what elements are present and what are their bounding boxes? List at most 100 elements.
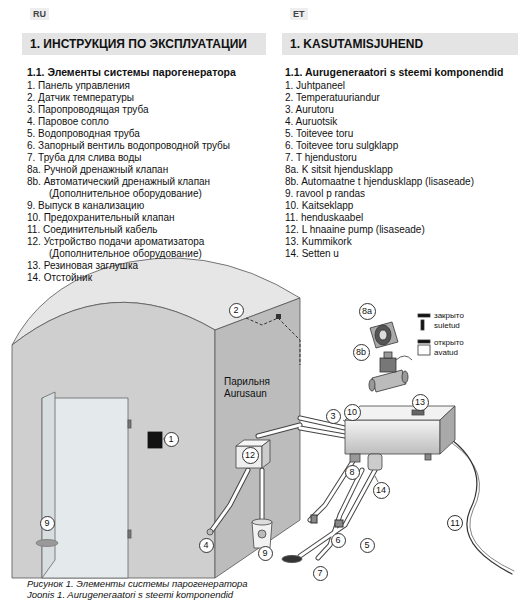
list-item: 14. Setten u bbox=[285, 248, 521, 260]
callout-number: 2 bbox=[229, 303, 244, 318]
list-item: 8b. Automaatne t hjendusklapp (lisaseade… bbox=[285, 176, 521, 188]
drawing-part bbox=[452, 443, 514, 571]
manual-valve-inset bbox=[370, 314, 430, 355]
room-name: Aurusaun bbox=[224, 388, 270, 400]
drawing-part bbox=[384, 352, 392, 358]
callout-text: 7 bbox=[317, 568, 322, 578]
drawing-part bbox=[452, 440, 512, 574]
drawing-part bbox=[318, 470, 362, 558]
drawing-part bbox=[300, 428, 345, 436]
figure-caption: Рисунок 1. Элементы системы парогенерато… bbox=[27, 578, 248, 590]
list-item: 14. Отстойник bbox=[27, 272, 265, 284]
callout-text: 1 bbox=[168, 434, 173, 444]
drawing-part bbox=[246, 318, 300, 365]
drawing-part bbox=[375, 476, 378, 482]
drawing-part bbox=[335, 520, 343, 527]
callout-number: 11 bbox=[447, 515, 463, 531]
drawing-part bbox=[148, 432, 162, 448]
drawing-part bbox=[350, 454, 360, 462]
callout-number: 1 bbox=[164, 432, 179, 447]
steam-generator bbox=[345, 406, 455, 470]
sauna-room bbox=[12, 258, 300, 578]
header-text: 1. ИНСТРУКЦИЯ ПО ЭКСПЛУАТАЦИИ bbox=[30, 37, 247, 51]
list-heading: 1.1. Элементы системы парогенератора bbox=[27, 66, 265, 79]
section-header: 1. ИНСТРУКЦИЯ ПО ЭКСПЛУАТАЦИИ bbox=[22, 33, 266, 55]
callout-text: 14 bbox=[376, 485, 386, 495]
list-item: 13. Kummikork bbox=[285, 236, 521, 248]
list-heading: 1.1. Aurugeneraatori s steemi komponendi… bbox=[285, 66, 521, 79]
drawing-part bbox=[421, 320, 424, 330]
drawing-part bbox=[379, 330, 387, 340]
drawing-part bbox=[396, 356, 412, 360]
list-item: 8b. Автоматический дренажный клапан (Доп… bbox=[27, 176, 265, 200]
drawing-part bbox=[261, 470, 264, 520]
drawing-part bbox=[412, 410, 424, 415]
solenoid-valve-inset bbox=[369, 352, 412, 392]
water-valve bbox=[311, 515, 343, 527]
callout-number: 8 bbox=[345, 465, 360, 480]
drawing-part bbox=[262, 440, 270, 468]
section-header: 1. KASUTAMISJUHEND bbox=[282, 33, 518, 55]
callout-number: 9 bbox=[258, 546, 273, 561]
callout-text: 4 bbox=[203, 540, 208, 550]
callout-text: 9 bbox=[262, 548, 267, 558]
parts-list: 1.1. Aurugeneraatori s steemi komponendi… bbox=[285, 66, 521, 260]
drawing-part bbox=[128, 420, 131, 428]
callout-text: 9 bbox=[44, 518, 49, 528]
drawing-part bbox=[375, 325, 391, 345]
list-item: 10. Предохранительный клапан bbox=[27, 212, 265, 224]
drawing-part bbox=[425, 454, 431, 460]
drawing-part bbox=[369, 379, 375, 391]
callout-number: 5 bbox=[360, 538, 375, 553]
scent-pump bbox=[207, 440, 272, 548]
list-item: 1. Juhtpaneel bbox=[285, 80, 521, 92]
drawing-part bbox=[418, 314, 430, 317]
callout-number: 10 bbox=[344, 404, 361, 421]
list-item: 6. Запорный вентиль водопроводной трубы bbox=[27, 140, 265, 152]
drawing-part bbox=[276, 314, 281, 319]
drawing-part bbox=[12, 302, 215, 578]
callout-text: 11 bbox=[450, 518, 459, 528]
drawing-part bbox=[128, 530, 131, 538]
list-item: 6. Toitevee toru sulgklapp bbox=[285, 140, 521, 152]
parts-list: 1.1. Элементы системы парогенератора1. П… bbox=[27, 66, 265, 284]
list-item: 10. Kaitseklapp bbox=[285, 200, 521, 212]
callout-number: 4 bbox=[199, 538, 214, 553]
callout-number: 13 bbox=[412, 394, 429, 411]
valve-state: avatud bbox=[434, 348, 458, 358]
list-item: 3. Aurutoru bbox=[285, 104, 521, 116]
callout-number: 6 bbox=[331, 533, 346, 548]
drawing-part bbox=[372, 370, 406, 392]
list-item: 11. Соединительный кабель bbox=[27, 224, 265, 236]
list-item: 8a. K sitsit hjendusklapp bbox=[285, 164, 521, 176]
drawing-part bbox=[300, 470, 375, 556]
drawing-part bbox=[380, 358, 396, 372]
drawing-part bbox=[440, 406, 455, 454]
callout-number: 14 bbox=[373, 482, 390, 499]
list-item: 7. T hjendustoru bbox=[285, 152, 521, 164]
drawing-part bbox=[345, 420, 440, 454]
callout-text: 10 bbox=[347, 407, 357, 417]
list-item: 8a. Ручной дренажный клапан bbox=[27, 164, 265, 176]
sensor-wire bbox=[246, 314, 300, 365]
drawing-part bbox=[236, 446, 262, 468]
drawing-part bbox=[418, 340, 430, 343]
drawing-part bbox=[258, 530, 266, 538]
callout-number: 3 bbox=[326, 409, 341, 424]
callout-number: 7 bbox=[313, 566, 328, 581]
drawing-part bbox=[311, 515, 317, 523]
list-item: 12. L hnaaine pump (lisaseade) bbox=[285, 224, 521, 236]
list-item: 2. Temperatuuriandur bbox=[285, 92, 521, 104]
callout-text: 8a bbox=[362, 306, 372, 316]
list-item: 11. henduskaabel bbox=[285, 212, 521, 224]
callout-text: 8 bbox=[349, 467, 354, 477]
list-item: 4. Auruotsik bbox=[285, 116, 521, 128]
drawing-part bbox=[212, 470, 248, 530]
callout-text: 12 bbox=[245, 450, 255, 460]
drawing-part bbox=[402, 371, 408, 383]
pipes bbox=[212, 418, 514, 574]
drawing-part bbox=[282, 556, 302, 563]
callout-number: 8a bbox=[359, 303, 376, 320]
room-name: Парильня bbox=[224, 376, 270, 388]
callout-text: 2 bbox=[233, 305, 238, 315]
